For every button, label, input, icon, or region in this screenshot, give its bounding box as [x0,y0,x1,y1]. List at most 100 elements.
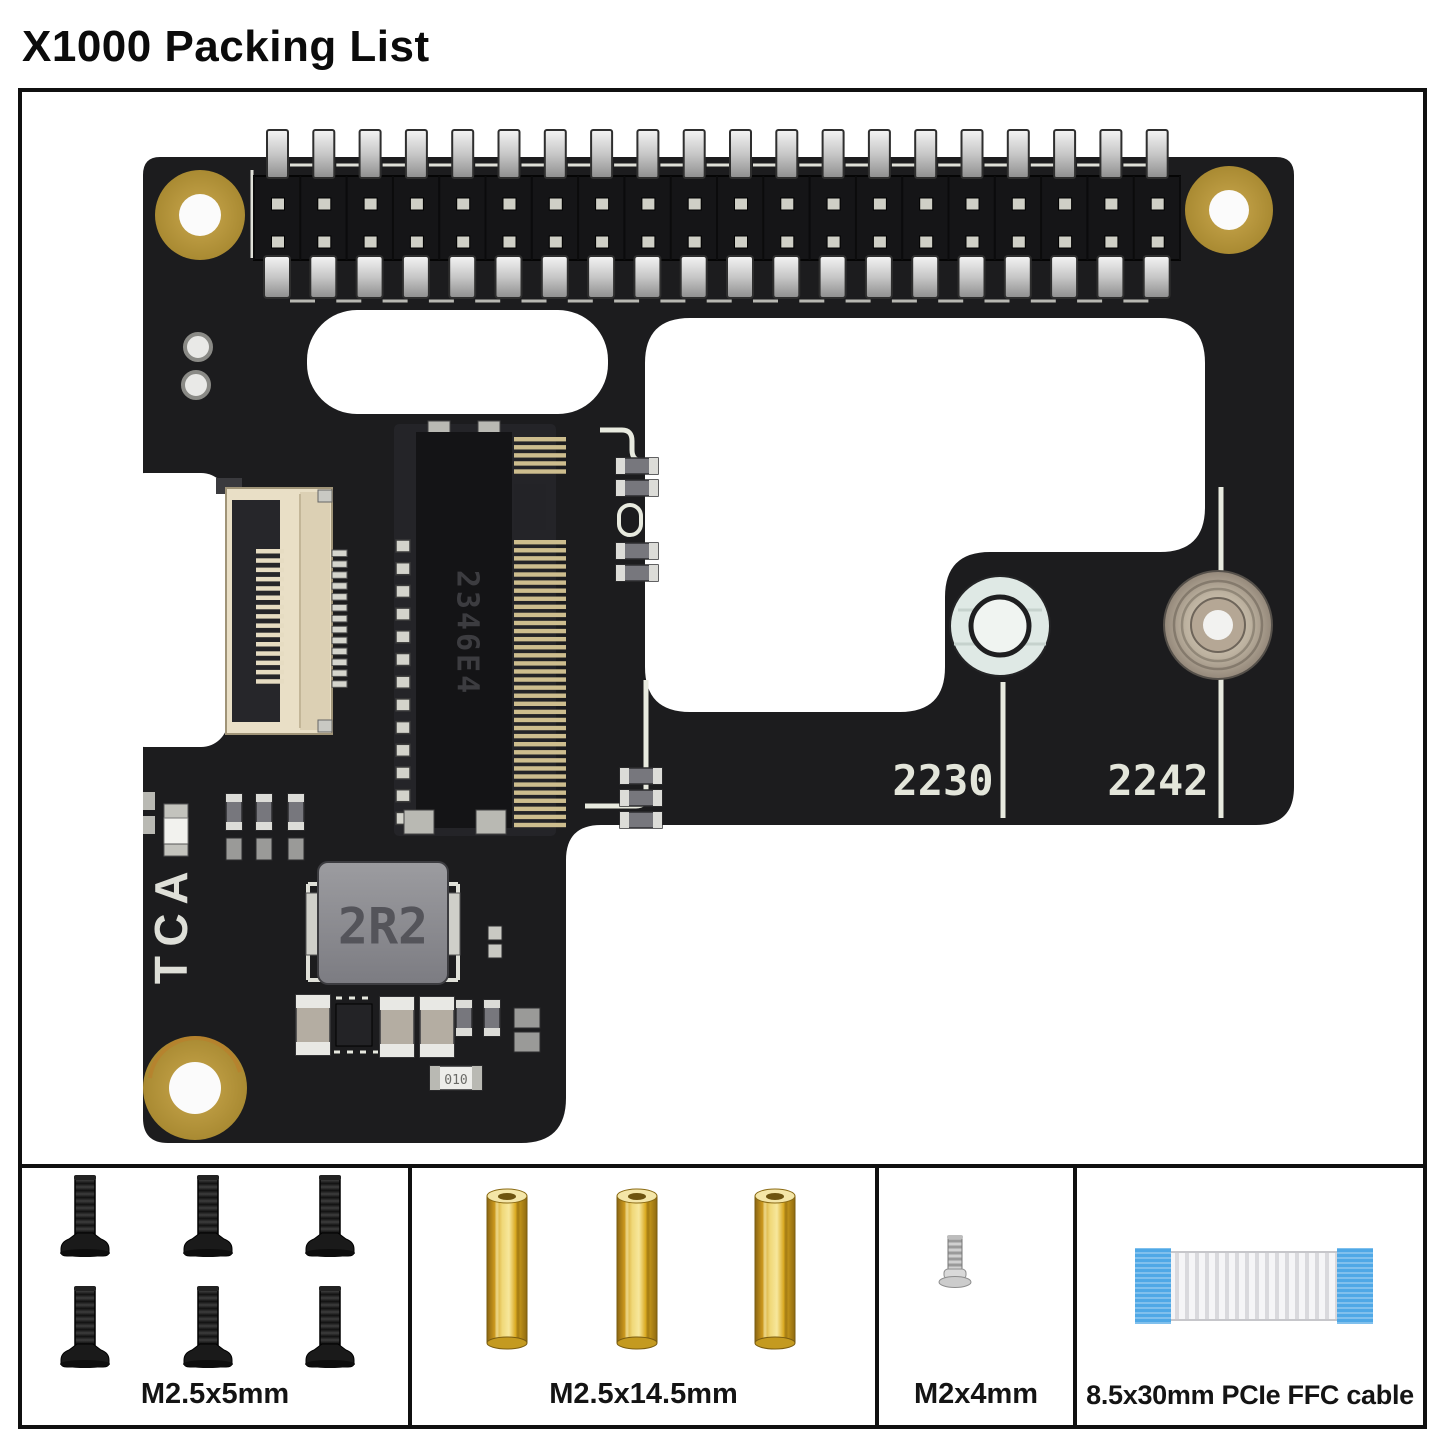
gpio-contact [872,235,887,249]
m2-side-leg [395,630,411,644]
ffc-cable-blue-end [1135,1248,1171,1324]
m2-side-leg [395,720,411,735]
gpio-contact [317,235,332,249]
ffc-pin [331,593,348,601]
gpio-pin-top [729,129,752,179]
gpio-contact [595,235,610,249]
m2-side-leg [395,539,411,553]
gpio-pin-bottom [957,255,986,299]
m2-edge-pin [514,806,566,812]
board-photo-frame: 2346E4 [18,88,1427,1168]
gpio-contact [687,235,702,249]
gpio-contact [456,235,471,249]
gpio-pin-bottom [263,255,291,299]
m2-edge-pin [514,766,566,771]
m2-side-leg [395,607,411,621]
gpio-pin-top [636,129,660,179]
gpio-pin-bottom [401,255,430,299]
ffc-pin [331,604,348,612]
gpio-contact [456,197,471,211]
pcb-illustration: 2346E4 [118,129,1294,1143]
gpio-pin-bottom [587,255,616,299]
m2-edge-pin [514,604,566,610]
fiducial-holes [181,332,213,400]
ffc-connector [216,478,348,735]
gpio-contact [687,197,702,211]
gpio-contact [502,235,517,249]
gpio-pin-top [358,129,382,179]
m2-edge-pin [514,564,566,569]
act-silkscreen-label: A C T [145,871,197,984]
gpio-contact [317,197,332,211]
ffc-tooth [256,558,284,563]
silver-screw [938,1234,972,1288]
packing-list-table: M2.5x5mm M2.5x14.5mm M2x4mm 8.5x30mm PCI… [18,1164,1427,1429]
ffc-tooth [256,549,284,554]
gpio-pin-top [960,129,984,179]
gpio-contact [271,197,285,211]
cutout-ffc-notch [118,473,228,747]
gpio-pin-top [451,129,475,179]
brass-standoff [753,1188,797,1350]
m2-side-leg [395,698,411,712]
ffc-pin [331,571,348,579]
ffc-tooth [256,595,284,600]
brass-standoffs [485,1188,797,1350]
ffc-cable-ribbon [1169,1251,1339,1321]
gpio-contact [780,235,795,249]
gpio-contact [734,235,748,249]
m2-edge-pin [514,701,566,706]
m2-edge-pin [514,461,566,466]
smd-cluster-bottom: 010 [295,925,541,1091]
m2-edge-pin [514,693,566,698]
ffc-pin [331,658,348,666]
gpio-pin-top [312,129,336,179]
m2-edge-pin [514,620,566,626]
item-label: M2x4mm [913,1378,1039,1410]
ffc-pin [331,549,348,557]
gpio-pin-bottom [1096,255,1125,299]
label-2242: 2242 [1107,756,1208,805]
gpio-contact [826,235,841,249]
gpio-pin-top [1099,129,1123,179]
m2-side-leg [395,788,411,803]
m2-key-notch [514,484,546,530]
brass-standoff [485,1188,529,1350]
gpio-pin-top [266,129,289,179]
ffc-pin [331,614,348,623]
m2-edge-pin [514,798,566,803]
ffc-tooth [256,669,284,675]
ffc-tooth [256,642,284,647]
ffc-pin [331,625,348,634]
ffc-tooth [256,586,284,591]
item-label: M2.5x14.5mm [549,1378,738,1410]
gpio-pin-top [682,129,706,179]
gpio-contact [965,235,980,249]
ffc-tooth [256,632,284,638]
mount-hole-top-right [1185,166,1273,254]
brass-standoff [615,1188,659,1350]
gpio-contact [1104,235,1119,249]
m2-edge-pin [514,612,566,618]
m2-edge-pin [514,596,566,601]
item-label: M2.5x5mm [140,1378,290,1410]
gpio-contact [1150,235,1165,249]
gpio-pin-bottom [494,255,523,299]
svg-text:T: T [145,956,197,984]
gpio-pin-top [775,129,799,179]
mount-hole-top-left [155,170,245,260]
gpio-contact [826,197,841,211]
gpio-pin-bottom [772,255,801,299]
m2-edge-pin [514,636,566,642]
gpio-contact [271,235,285,249]
act-led [143,792,189,857]
black-screw [304,1174,356,1257]
smd-cluster-left [225,793,305,861]
gpio-contact [409,235,424,249]
gpio-contact [502,197,517,211]
m2-side-leg [395,743,411,758]
m2-edge-pin [514,685,566,690]
m2-edge-pin [514,709,566,715]
gpio-contact [780,197,795,211]
gpio-pin-bottom [864,255,893,299]
